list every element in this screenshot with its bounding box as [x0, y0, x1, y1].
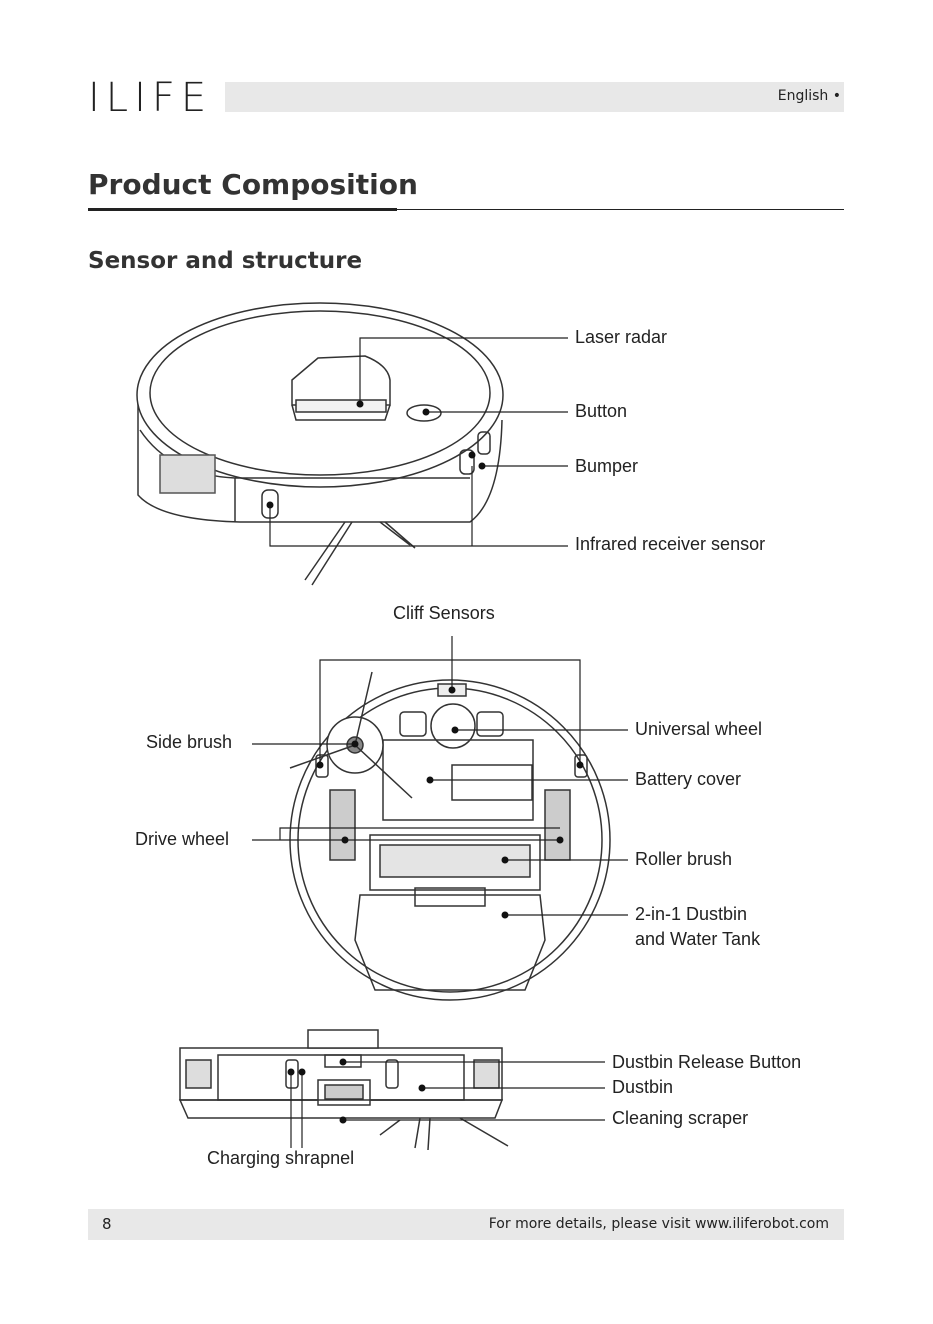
robot-side-view: [178, 1029, 509, 1151]
label-universal-wheel: Universal wheel: [635, 719, 763, 739]
robot-top-view: [136, 302, 504, 586]
language-label: English •: [777, 88, 841, 104]
leader-lines: [252, 337, 628, 1148]
title-underline: [88, 208, 397, 211]
label-charging-shrapnel: Charging shrapnel: [207, 1148, 355, 1168]
label-battery-cover: Battery cover: [635, 769, 742, 789]
label-bumper: Bumper: [575, 456, 639, 476]
label-side-brush: Side brush: [146, 732, 233, 752]
label-dustbin-tank-line2: and Water Tank: [635, 929, 761, 949]
label-drive-wheel: Drive wheel: [135, 829, 230, 849]
label-dustbin: Dustbin: [612, 1077, 674, 1097]
leader-dots: [266, 400, 584, 1124]
page-number: 8: [102, 1215, 112, 1233]
header-bar: [225, 82, 844, 112]
title-rule: [397, 209, 844, 210]
label-cleaning-scraper: Cleaning scraper: [612, 1108, 749, 1128]
label-laser-radar: Laser radar: [575, 327, 668, 347]
section-title: Sensor and structure: [88, 248, 363, 274]
label-dustbin-release-button: Dustbin Release Button: [612, 1052, 802, 1072]
page-title: Product Composition: [88, 168, 418, 201]
footer-bar: [88, 1209, 844, 1240]
label-dustbin-tank-line1: 2-in-1 Dustbin: [635, 904, 748, 924]
label-button: Button: [575, 401, 628, 421]
robot-bottom-view: [289, 671, 611, 1001]
label-infrared-sensor: Infrared receiver sensor: [575, 534, 766, 554]
ilife-logo: ILIFE: [88, 75, 213, 121]
footer-text: For more details, please visit www.ilife…: [488, 1216, 829, 1232]
label-cliff-sensors: Cliff Sensors: [393, 603, 495, 623]
label-roller-brush: Roller brush: [635, 849, 733, 869]
